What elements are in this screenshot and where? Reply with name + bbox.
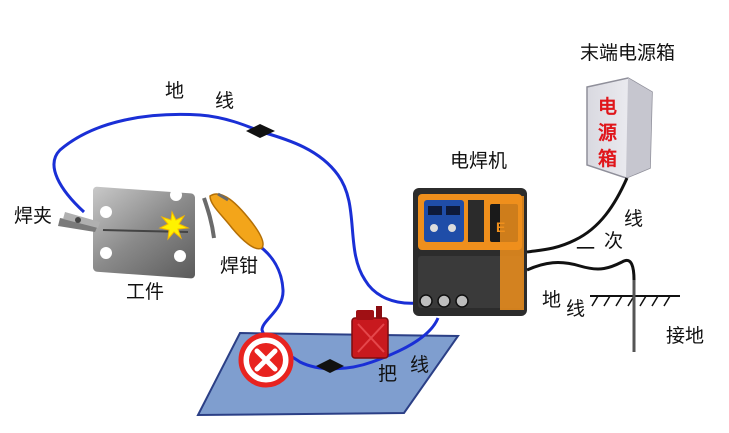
ground-wire-label-2: 线: [215, 90, 235, 112]
ground-clamp-label: 焊夹: [14, 205, 53, 227]
machine-ground-wire: [526, 259, 636, 281]
power-box-title: 末端电源箱: [580, 42, 676, 64]
fuel-can-icon: [351, 306, 389, 359]
forbidden-icon: [238, 332, 294, 388]
welding-machine-label: 电焊机: [450, 150, 508, 172]
primary-wire: [526, 177, 629, 254]
ground-clamp: [58, 212, 100, 232]
workpiece-plate: [93, 186, 195, 279]
electrode-holder: [202, 192, 264, 250]
ground-line-label-1: 地: [542, 289, 562, 311]
welding-machine: E: [413, 188, 527, 316]
power-box: [586, 77, 653, 179]
power-box-text-3: 箱: [598, 148, 618, 170]
spark-icon: [158, 210, 190, 241]
ground-line-label-2: 线: [566, 298, 586, 320]
earth-ground-icon: [590, 280, 680, 352]
ground-wire-connector: [246, 124, 275, 138]
primary-wire-label-2: 一: [576, 238, 596, 260]
power-box-text-1: 电: [598, 96, 618, 118]
power-box-text-2: 源: [598, 122, 618, 144]
electrode-holder-label: 焊钳: [220, 255, 259, 277]
primary-wire-label-1: 线: [624, 208, 644, 230]
workpiece-label: 工件: [126, 281, 165, 303]
handle-wire-label-1: 把: [378, 363, 398, 385]
earthing-label: 接地: [666, 325, 705, 347]
primary-wire-label-3: 次: [604, 230, 624, 252]
handle-wire-label-2: 线: [410, 354, 430, 376]
handle-wire-connector: [316, 359, 344, 373]
ground-wire-label-1: 地: [165, 80, 185, 102]
